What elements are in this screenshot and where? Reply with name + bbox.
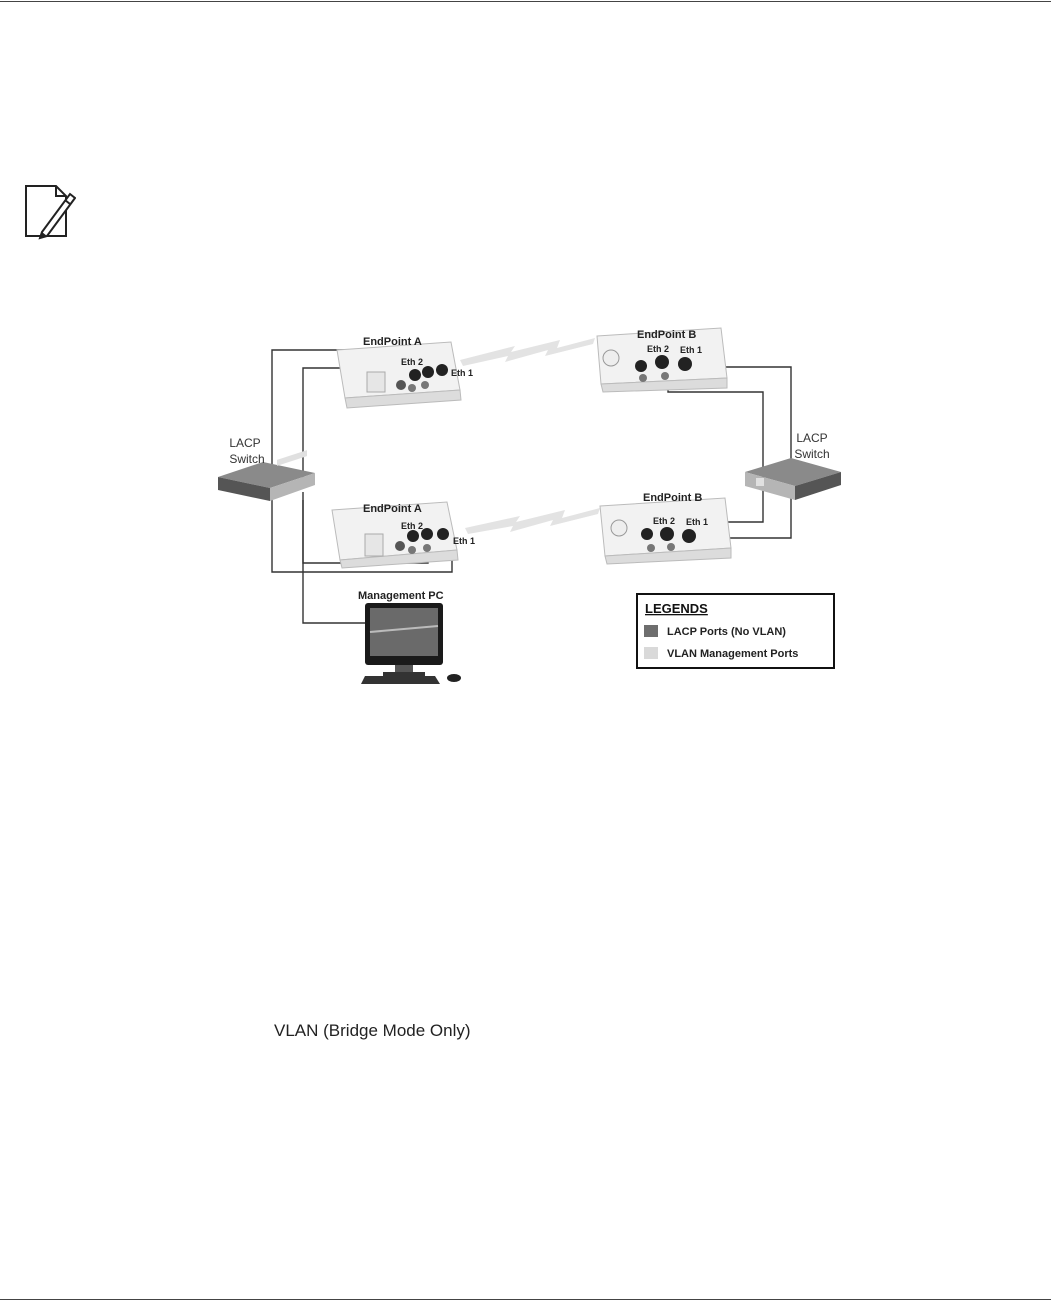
management-pc xyxy=(361,603,461,684)
legend-swatch-vlan xyxy=(644,647,658,659)
wireless-link-bottom xyxy=(465,508,600,534)
eth1-label: Eth 1 xyxy=(680,345,702,355)
legend-title: LEGENDS xyxy=(645,601,708,616)
endpoint-b-bottom-label: EndPoint B xyxy=(643,492,702,504)
management-pc-label: Management PC xyxy=(358,590,444,602)
endpoint-b-top-label: EndPoint B xyxy=(637,329,696,341)
eth1-label: Eth 1 xyxy=(453,536,475,546)
endpoint-a-top-label: EndPoint A xyxy=(363,336,422,348)
endpoint-a-top xyxy=(337,342,461,408)
wireless-link-top xyxy=(460,338,595,366)
eth2-label: Eth 2 xyxy=(647,344,669,354)
note-pencil-icon xyxy=(20,180,76,242)
section-heading: VLAN (Bridge Mode Only) xyxy=(274,1021,471,1041)
lacp-network-diagram: EndPoint A Eth 2 Eth 1 EndPoint B Eth 2 … xyxy=(215,320,845,695)
lacp-switch-right xyxy=(745,458,841,500)
legend-swatch-lacp xyxy=(644,625,658,637)
eth1-label: Eth 1 xyxy=(686,517,708,527)
eth1-label: Eth 1 xyxy=(451,368,473,378)
legend-item-lacp: LACP Ports (No VLAN) xyxy=(667,626,786,638)
legend-item-vlan: VLAN Management Ports xyxy=(667,648,798,660)
lacp-switch-left-label-line1: LACP xyxy=(229,436,260,450)
endpoint-a-bottom-label: EndPoint A xyxy=(363,503,422,515)
lacp-switch-right-label-line1: LACP xyxy=(796,431,827,445)
endpoint-b-bottom xyxy=(600,498,731,564)
lacp-switch-left-label-line2: Switch xyxy=(229,452,264,466)
eth2-label: Eth 2 xyxy=(401,357,423,367)
eth2-label: Eth 2 xyxy=(653,516,675,526)
lacp-switch-right-label-line2: Switch xyxy=(794,447,829,461)
eth2-label: Eth 2 xyxy=(401,521,423,531)
header-rule xyxy=(0,1,1051,2)
